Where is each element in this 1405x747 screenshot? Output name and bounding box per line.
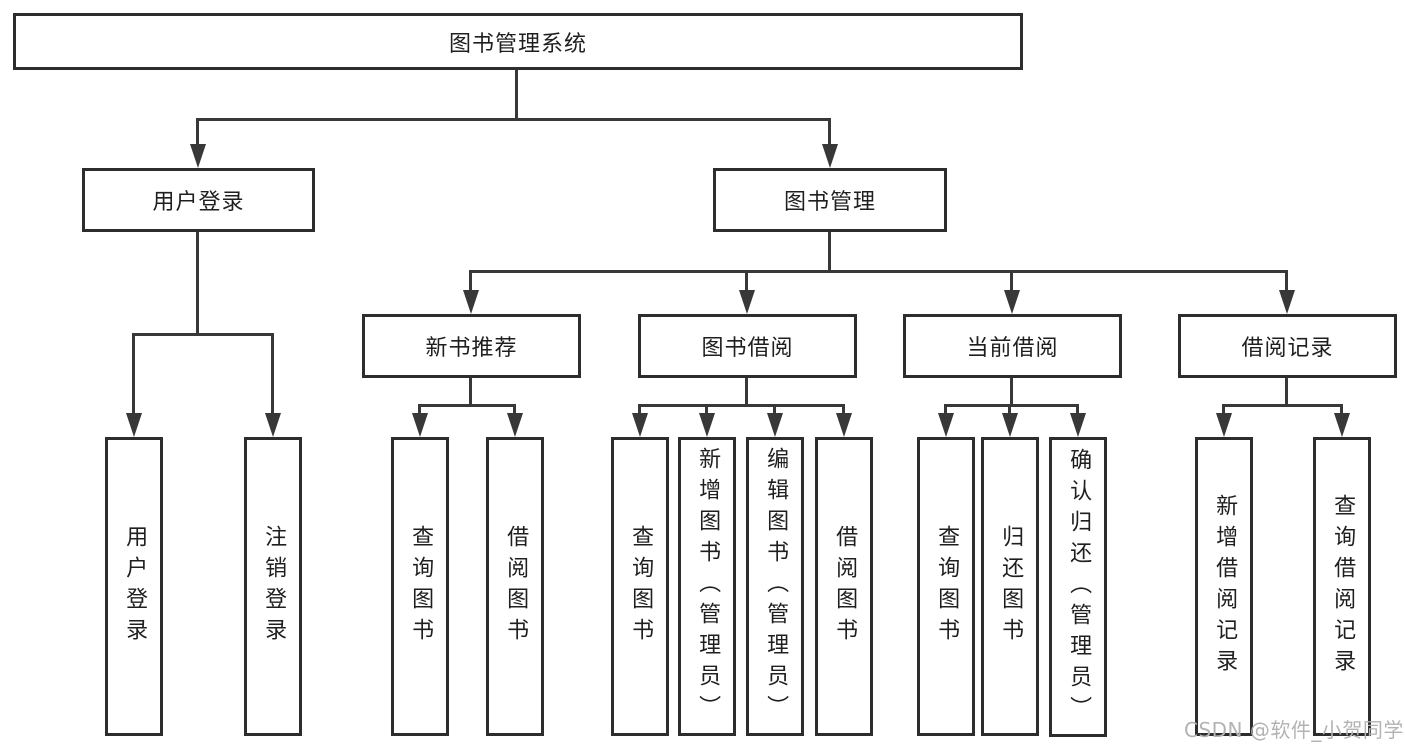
node-user-login: 用户登录 [82, 168, 315, 232]
connector-vline [469, 376, 472, 407]
connector-vline [638, 404, 641, 415]
connector-arrowhead [822, 144, 838, 168]
leaf-query-borrow-record-label: 查询借阅记录 [1330, 493, 1356, 680]
connector-vline [1285, 376, 1288, 407]
connector-vline [196, 230, 199, 336]
node-new-book-recommendation: 新书推荐 [362, 314, 581, 378]
connector-hline [132, 333, 274, 336]
connector-vline [828, 230, 831, 273]
connector-vline [705, 404, 708, 415]
connector-vline [1076, 404, 1079, 415]
connector-hline [469, 270, 1288, 273]
connector-vline [1008, 404, 1011, 415]
connector-hline [1222, 404, 1343, 407]
leaf-edit-book-admin-label: 编辑图书（管理员） [763, 447, 789, 726]
connector-hline [944, 404, 1079, 407]
connector-vline [418, 404, 421, 415]
connector-arrowhead [265, 413, 281, 437]
connector-arrowhead [739, 290, 755, 314]
connector-arrowhead [699, 413, 715, 437]
leaf-add-borrow-record: 新增借阅记录 [1195, 437, 1253, 736]
leaf-return-books-label: 归还图书 [998, 524, 1024, 649]
leaf-borrow-books-label: 借阅图书 [832, 524, 858, 649]
leaf-query-books-current-label: 查询图书 [934, 524, 960, 649]
node-borrowing-records: 借阅记录 [1178, 314, 1397, 378]
leaf-return-books: 归还图书 [981, 437, 1039, 736]
connector-arrowhead [836, 413, 852, 437]
leaf-query-books-recommend: 查询图书 [391, 437, 449, 736]
leaf-query-books-recommend-label: 查询图书 [408, 524, 434, 649]
connector-vline [196, 118, 199, 148]
node-book-management: 图书管理 [713, 168, 947, 232]
node-library-management-system: 图书管理系统 [13, 13, 1023, 70]
connector-vline [1010, 376, 1013, 407]
leaf-confirm-return-admin: 确认归还（管理员） [1049, 437, 1107, 737]
connector-arrowhead [412, 413, 428, 437]
connector-hline [638, 404, 845, 407]
leaf-query-borrow-record: 查询借阅记录 [1313, 437, 1371, 736]
node-current-borrowing: 当前借阅 [903, 314, 1122, 378]
leaf-add-borrow-record-label: 新增借阅记录 [1212, 493, 1238, 680]
connector-arrowhead [463, 290, 479, 314]
leaf-query-books-current: 查询图书 [917, 437, 975, 736]
leaf-logout-label: 注销登录 [261, 524, 287, 649]
connector-vline [1285, 270, 1288, 292]
connector-arrowhead [938, 413, 954, 437]
node-book-borrowing: 图书借阅 [638, 314, 857, 378]
connector-hline [418, 404, 516, 407]
connector-arrowhead [1334, 413, 1350, 437]
connector-arrowhead [126, 413, 142, 437]
connector-vline [828, 118, 831, 148]
connector-arrowhead [1004, 290, 1020, 314]
leaf-query-books-borrowing: 查询图书 [611, 437, 669, 736]
leaf-logout: 注销登录 [244, 437, 302, 736]
leaf-confirm-return-admin-label: 确认归还（管理员） [1066, 447, 1092, 727]
leaf-borrow-books-recommend: 借阅图书 [486, 437, 544, 736]
csdn-watermark: CSDN @软件_小贺同学 [1184, 718, 1404, 742]
connector-vline [1010, 270, 1013, 292]
leaf-add-book-admin-label: 新增图书（管理员） [695, 447, 721, 726]
connector-arrowhead [1002, 413, 1018, 437]
connector-vline [842, 404, 845, 415]
leaf-edit-book-admin: 编辑图书（管理员） [746, 437, 804, 736]
leaf-user-login-label: 用户登录 [122, 524, 148, 649]
connector-arrowhead [1216, 413, 1232, 437]
connector-hline [196, 118, 831, 121]
connector-arrowhead [507, 413, 523, 437]
leaf-add-book-admin: 新增图书（管理员） [678, 437, 736, 736]
connector-vline [132, 333, 135, 415]
connector-arrowhead [190, 144, 206, 168]
connector-vline [469, 270, 472, 292]
connector-vline [1340, 404, 1343, 415]
leaf-query-books-borrowing-label: 查询图书 [628, 524, 654, 649]
connector-vline [271, 333, 274, 415]
connector-vline [944, 404, 947, 415]
leaf-borrow-books: 借阅图书 [815, 437, 873, 736]
connector-arrowhead [767, 413, 783, 437]
connector-vline [745, 270, 748, 292]
leaf-borrow-books-recommend-label: 借阅图书 [503, 524, 529, 649]
connector-vline [1222, 404, 1225, 415]
connector-arrowhead [632, 413, 648, 437]
connector-vline [515, 66, 518, 121]
leaf-user-login: 用户登录 [105, 437, 163, 736]
connector-arrowhead [1279, 290, 1295, 314]
connector-arrowhead [1070, 413, 1086, 437]
connector-vline [745, 376, 748, 407]
connector-vline [773, 404, 776, 415]
connector-vline [513, 404, 516, 415]
